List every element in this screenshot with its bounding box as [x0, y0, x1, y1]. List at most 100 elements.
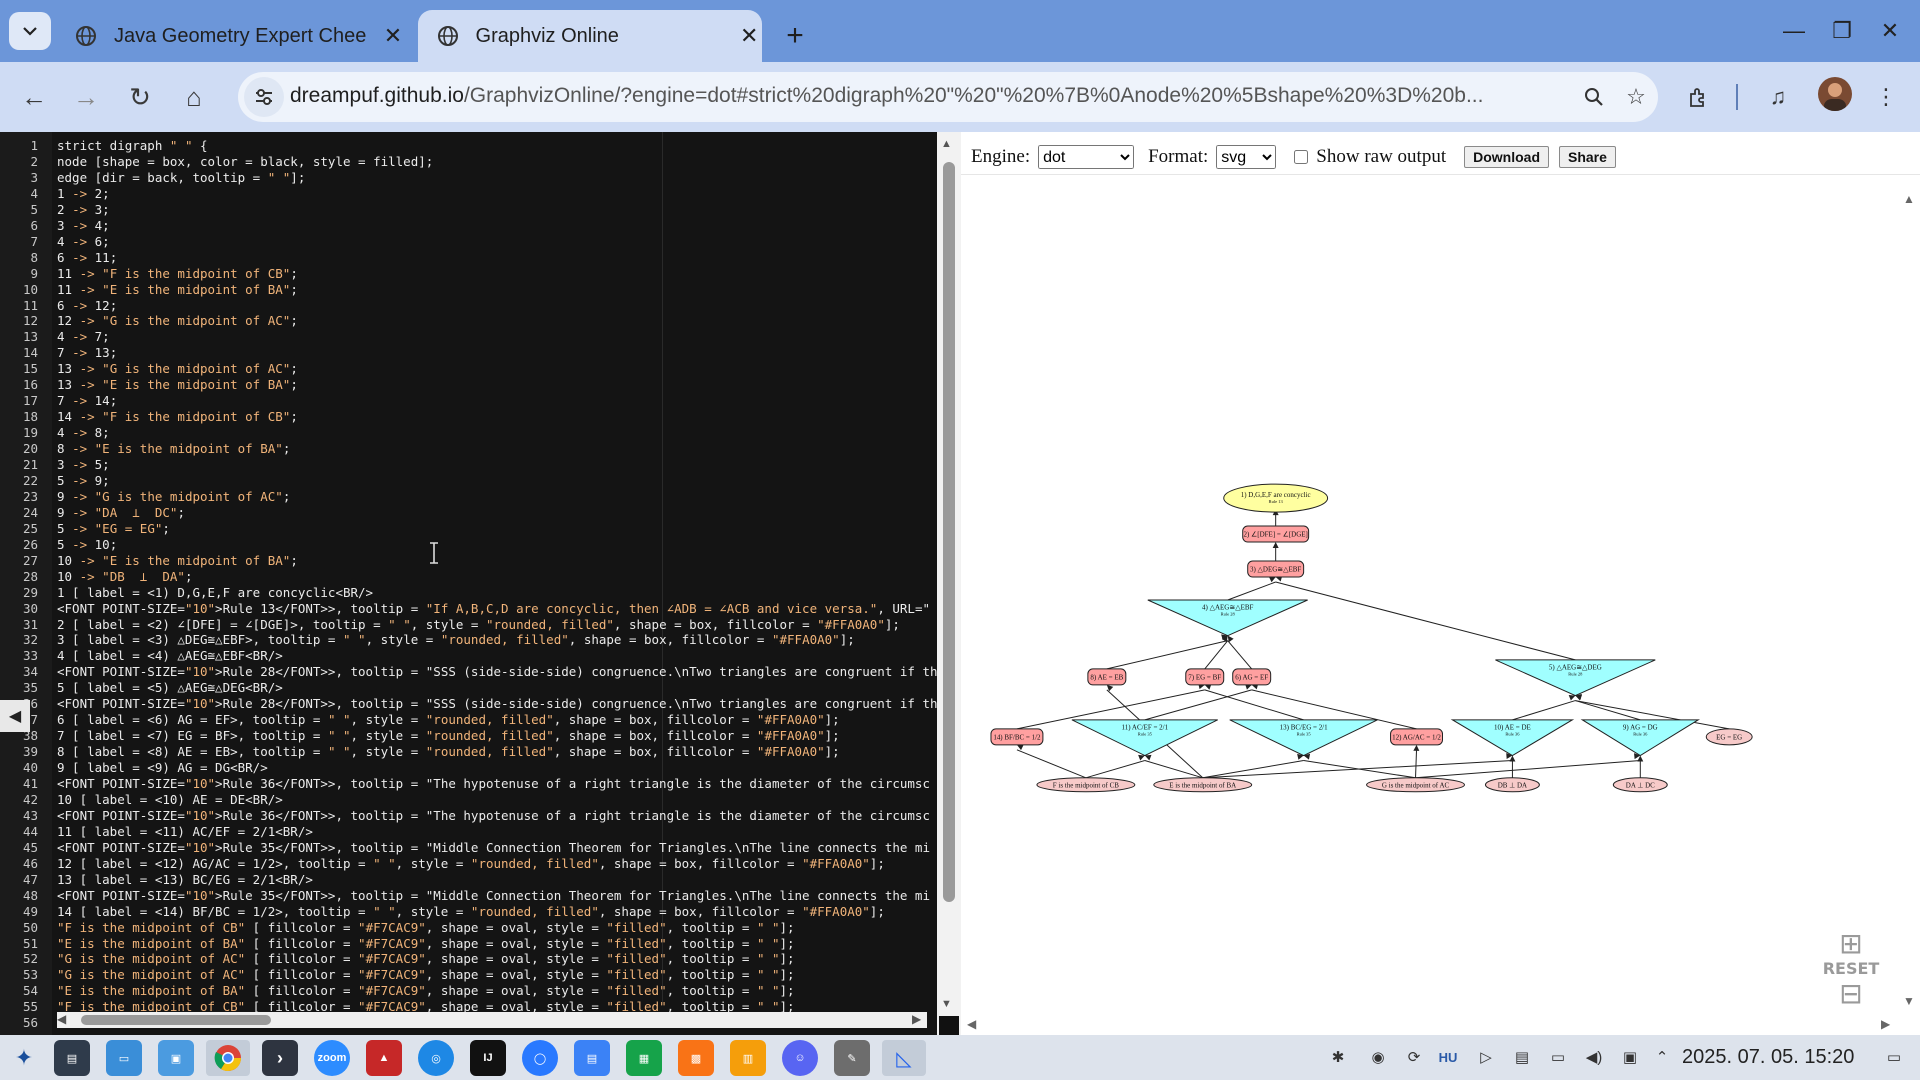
code-line[interactable]: 4 [ label = <4) △AEG≅△EBF<BR/> [57, 648, 283, 664]
graph-node-14[interactable]: 14) BF/BC = 1/2 [990, 728, 1044, 746]
graph-node-F[interactable]: F is the midpoint of CB [1036, 777, 1136, 793]
code-line[interactable]: 10 -> "DB ⊥ DA"; [57, 568, 193, 584]
address-bar[interactable]: dreampuf.github.io/GraphvizOnline/?engin… [238, 72, 1658, 122]
code-line[interactable]: 10 -> "E is the midpoint of BA"; [57, 552, 298, 568]
code-line[interactable]: 9 -> "G is the midpoint of AC"; [57, 488, 291, 504]
close-window-icon[interactable]: ✕ [1880, 18, 1900, 43]
new-tab-button[interactable]: + [786, 19, 804, 52]
code-line[interactable]: 4 -> 8; [57, 425, 110, 441]
back-icon[interactable]: ← [21, 81, 47, 112]
show-raw-output-checkbox[interactable] [1294, 150, 1309, 164]
code-line[interactable]: 13 -> "G is the midpoint of AC"; [57, 361, 298, 377]
scroll-left-arrow-icon[interactable]: ◀ [967, 1017, 977, 1031]
keyboard-layout[interactable]: HU [1438, 1049, 1458, 1065]
code-line[interactable]: node [shape = box, color = black, style … [57, 153, 434, 169]
presentation-icon[interactable]: ▩ [678, 1040, 714, 1076]
file-manager-icon[interactable]: ▭ [106, 1040, 142, 1076]
code-line[interactable]: 8 [ label = <8) AE = EB>, tooltip = " ",… [57, 744, 840, 760]
scroll-down-arrow-icon[interactable]: ▼ [1903, 994, 1915, 1008]
code-line[interactable]: 11 -> "F is the midpoint of CB"; [57, 265, 298, 281]
code-line[interactable]: 5 -> 9; [57, 472, 110, 488]
graph-node-3[interactable]: 3) △DEG≅△EBF [1247, 560, 1305, 578]
tab-search-button[interactable] [9, 12, 51, 50]
notification-tray-icon[interactable]: ✱ [1331, 1049, 1345, 1066]
show-hidden-icons[interactable]: ⌃ [1655, 1049, 1669, 1066]
code-line[interactable]: 6 -> 11; [57, 249, 118, 265]
editor-vertical-scrollbar[interactable]: ▲ ▼ [937, 132, 961, 1035]
code-line[interactable]: 14 [ label = <14) BF/BC = 1/2>, tooltip … [57, 903, 885, 919]
writer-icon[interactable]: ▤ [574, 1040, 610, 1076]
intellij-icon[interactable]: IJ [470, 1040, 506, 1076]
code-line[interactable]: <FONT POINT-SIZE="10">Rule 36</FONT>>, t… [57, 807, 930, 823]
code-line[interactable]: 7 [ label = <7) EG = BF>, tooltip = " ",… [57, 728, 840, 744]
url-text[interactable]: dreampuf.github.io/GraphvizOnline/?engin… [290, 84, 1570, 108]
display-icon[interactable]: ▣ [1622, 1049, 1638, 1066]
code-line[interactable]: 11 -> "E is the midpoint of BA"; [57, 281, 298, 297]
scroll-left-arrow-icon[interactable]: ◀ [57, 1012, 67, 1026]
format-select[interactable]: svg [1216, 145, 1277, 169]
code-line[interactable]: 5 -> "EG = EG"; [57, 520, 170, 536]
graph-node-DB[interactable]: DB ⊥ DA [1484, 777, 1540, 793]
scroll-up-arrow-icon[interactable]: ▲ [1903, 192, 1915, 206]
close-tab-icon[interactable]: ✕ [383, 23, 403, 48]
graph-node-E[interactable]: E is the midpoint of BA [1153, 777, 1253, 793]
code-line[interactable]: <FONT POINT-SIZE="10">Rule 28</FONT>>, t… [57, 696, 937, 712]
zoom-search-icon[interactable] [1578, 81, 1610, 113]
code-line[interactable]: 13 -> "E is the midpoint of BA"; [57, 377, 298, 393]
zoom-app-icon[interactable]: zoom [314, 1040, 350, 1076]
code-line[interactable]: 5 -> 10; [57, 536, 118, 552]
reload-icon[interactable]: ↻ [129, 81, 151, 112]
code-line[interactable]: <FONT POINT-SIZE="10">Rule 35</FONT>>, t… [57, 887, 930, 903]
chat-app-icon[interactable]: ◯ [522, 1040, 558, 1076]
minimize-icon[interactable]: — [1783, 18, 1805, 43]
code-line[interactable]: 11 [ label = <11) AC/EF = 2/1<BR/> [57, 823, 313, 839]
code-line[interactable]: edge [dir = back, tooltip = " "]; [57, 169, 306, 185]
volume-icon[interactable]: ◀) [1585, 1049, 1603, 1066]
engine-select[interactable]: dot [1038, 145, 1135, 169]
code-line[interactable]: "F is the midpoint of CB" [ fillcolor = … [57, 919, 795, 935]
code-line[interactable]: 2 -> 3; [57, 201, 110, 217]
restore-icon[interactable]: ❐ [1832, 18, 1852, 43]
collapse-editor-button[interactable]: ◀ [0, 700, 30, 732]
code-line[interactable]: 14 -> "F is the midpoint of CB"; [57, 409, 298, 425]
site-info-icon[interactable] [244, 77, 284, 117]
chrome-taskbar-icon[interactable] [206, 1040, 250, 1076]
code-line[interactable]: 4 -> 6; [57, 233, 110, 249]
code-line[interactable]: 1 [ label = <1) D,G,E,F are concyclic<BR… [57, 584, 374, 600]
notes-app-icon[interactable]: ▥ [730, 1040, 766, 1076]
code-line[interactable]: <FONT POINT-SIZE="10">Rule 13</FONT>>, t… [57, 600, 930, 616]
software-center-icon[interactable]: ▣ [158, 1040, 194, 1076]
graph-node-8[interactable]: 8) AE = EB [1087, 668, 1127, 686]
spreadsheet-icon[interactable]: ▦ [626, 1040, 662, 1076]
close-tab-icon[interactable]: ✕ [740, 23, 759, 48]
code-line[interactable]: "F is the midpoint of CB" [ fillcolor = … [57, 999, 795, 1015]
browser-app-icon[interactable]: ◎ [418, 1040, 454, 1076]
code-line[interactable]: 3 [ label = <3) △DEG≅△EBF>, tooltip = " … [57, 632, 855, 648]
graph-node-G[interactable]: G is the midpoint of AC [1366, 777, 1465, 793]
tab-graphviz-online[interactable]: Graphviz Online ✕ [418, 10, 762, 62]
media-play-icon[interactable]: ▷ [1480, 1049, 1492, 1066]
code-line[interactable]: 12 [ label = <12) AG/AC = 1/2>, tooltip … [57, 855, 885, 871]
media-control-icon[interactable]: ♫ [1769, 84, 1787, 109]
graph-node-EG[interactable]: EG = EG [1705, 728, 1753, 746]
code-line[interactable]: <FONT POINT-SIZE="10">Rule 35</FONT>>, t… [57, 839, 930, 855]
code-line[interactable]: 3 -> 5; [57, 457, 110, 472]
geometry-app-icon[interactable]: ◺ [882, 1040, 926, 1076]
scrollbar-thumb[interactable] [81, 1015, 271, 1025]
forward-icon[interactable]: → [73, 81, 99, 112]
profile-avatar[interactable] [1818, 77, 1852, 111]
code-line[interactable]: "G is the midpoint of AC" [ fillcolor = … [57, 967, 795, 983]
code-line[interactable]: "E is the midpoint of BA" [ fillcolor = … [57, 935, 795, 951]
download-button[interactable]: Download [1464, 146, 1549, 168]
code-line[interactable]: "E is the midpoint of BA" [ fillcolor = … [57, 983, 795, 999]
code-line[interactable]: 12 -> "G is the midpoint of AC"; [57, 313, 298, 329]
pdf-app-icon[interactable]: ▲ [366, 1040, 402, 1076]
code-line[interactable]: 1 -> 2; [57, 185, 110, 201]
extensions-icon[interactable] [1678, 77, 1718, 117]
graph-node-7[interactable]: 7) EG = BF [1185, 668, 1225, 686]
